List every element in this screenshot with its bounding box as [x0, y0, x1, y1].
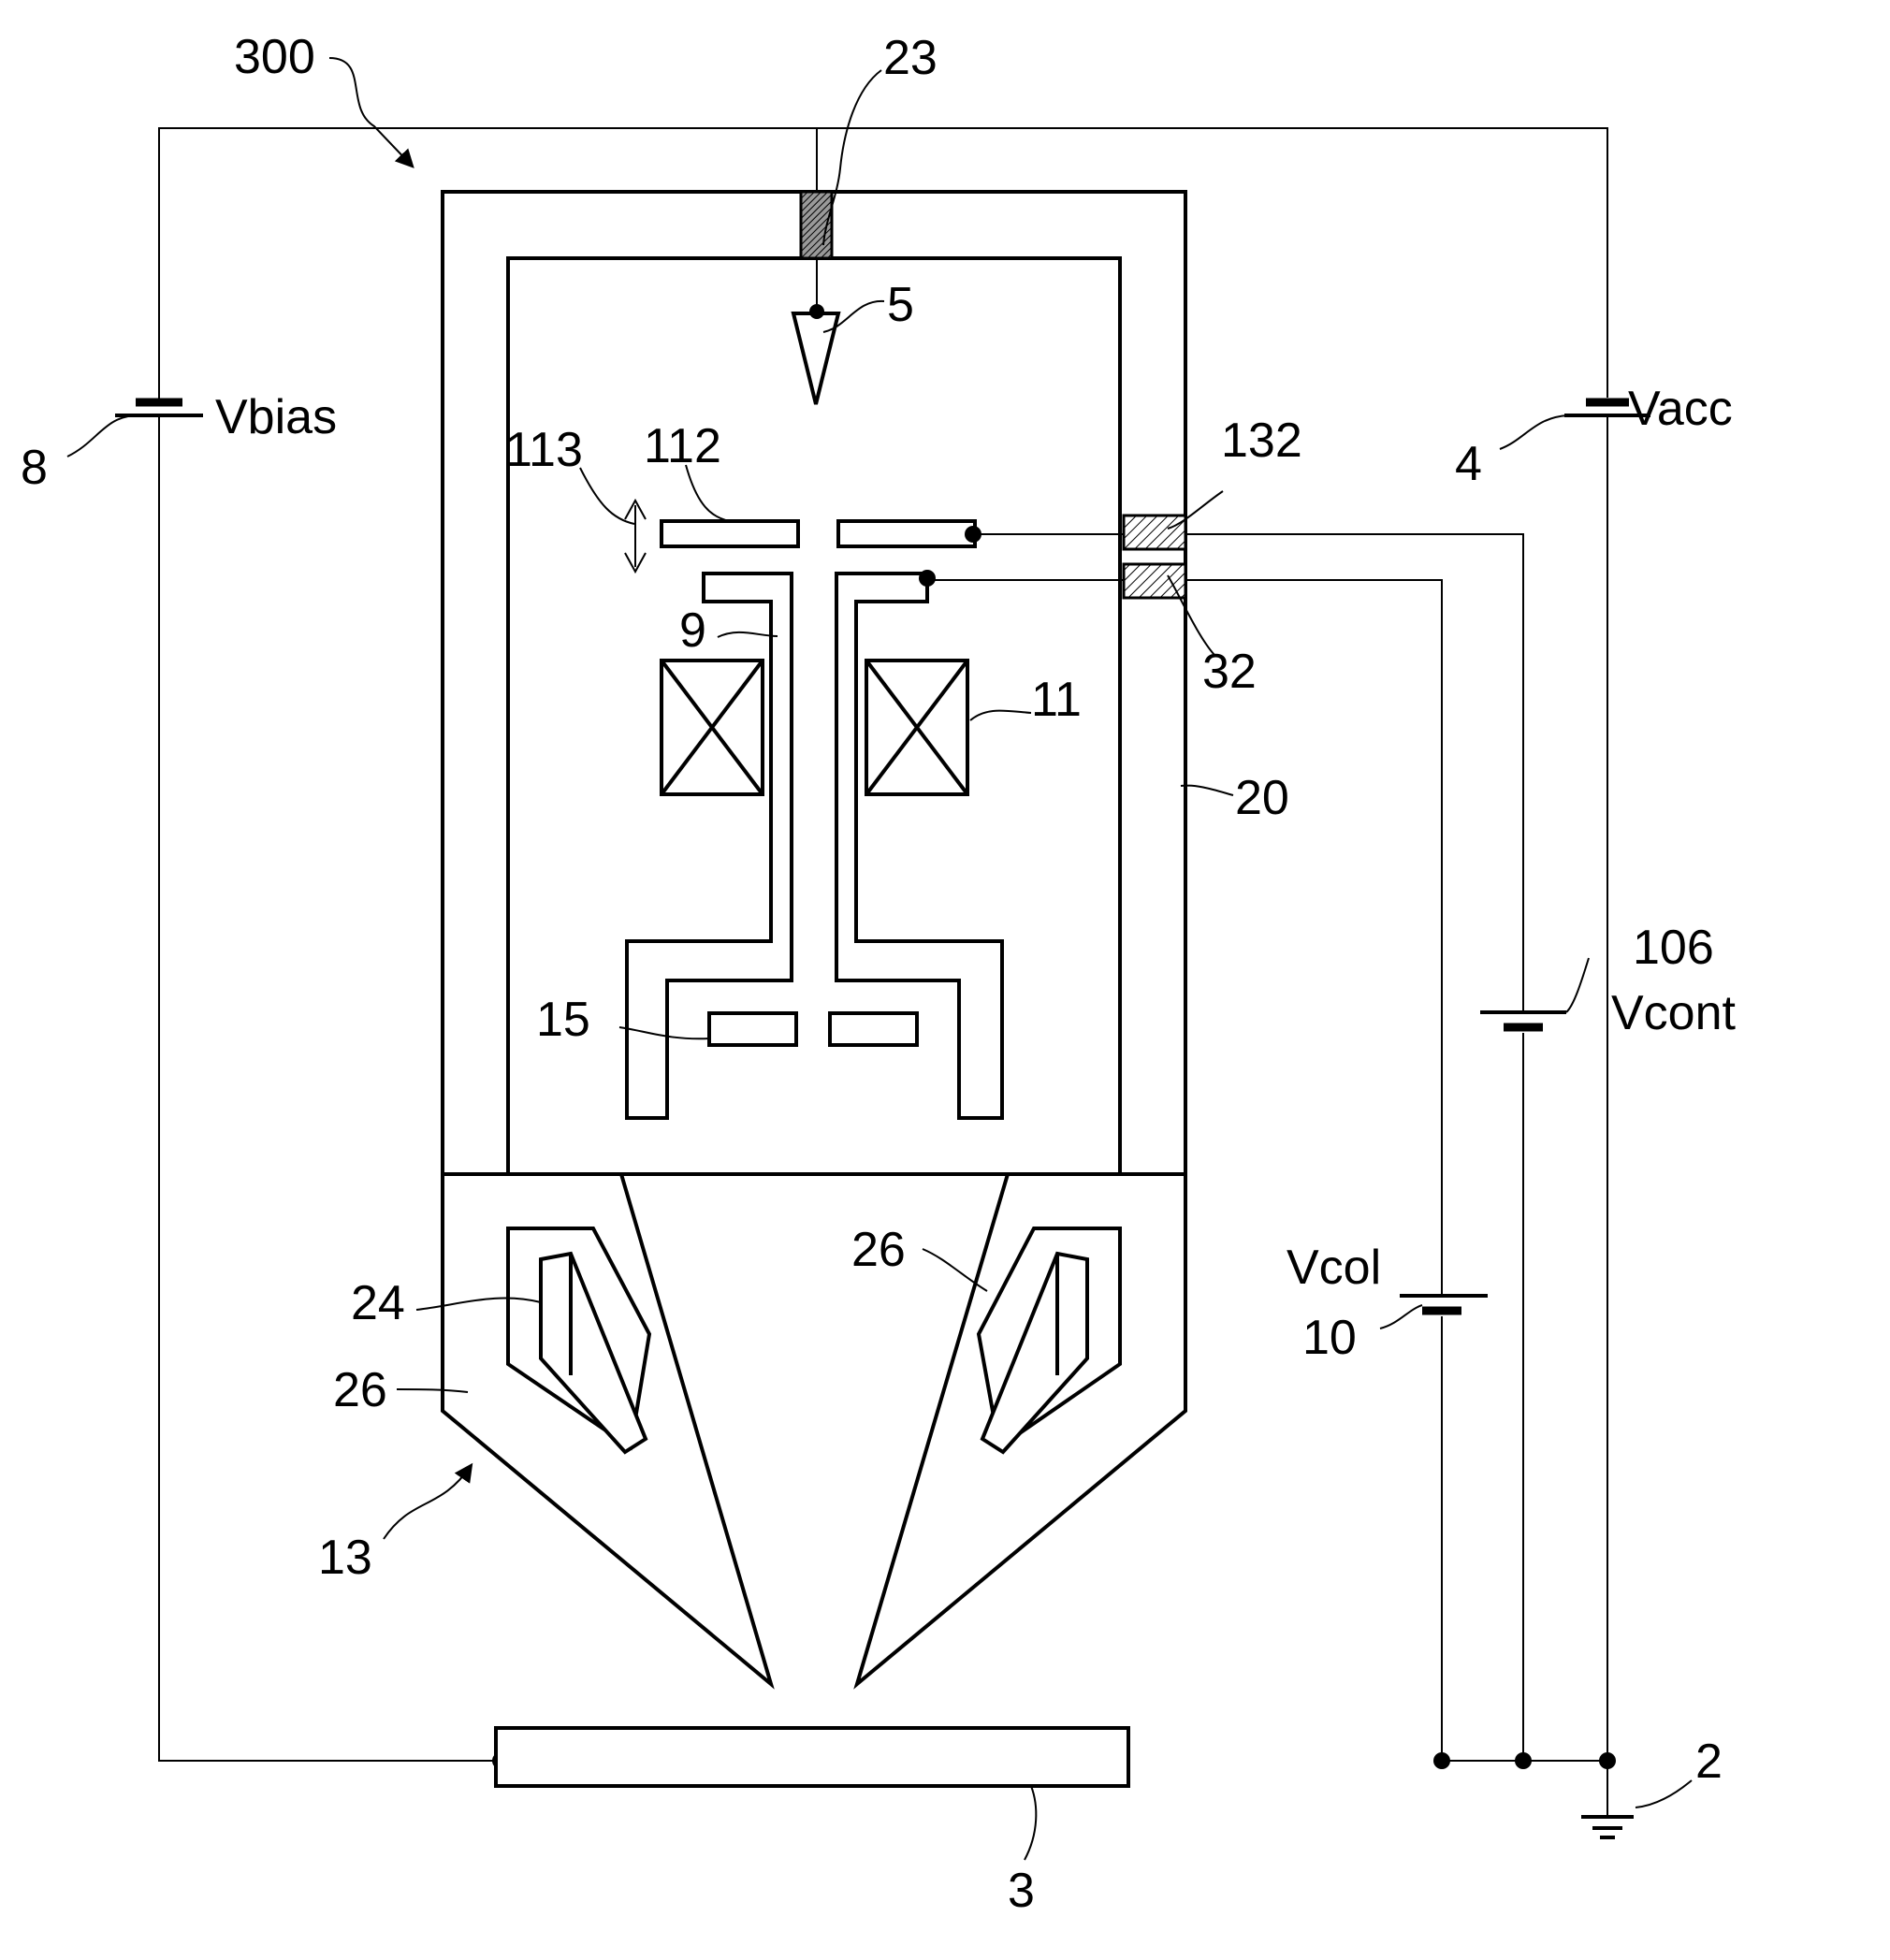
label-13: 13 — [318, 1531, 372, 1585]
vbias-supply-8 — [115, 399, 203, 417]
control-electrode-112 — [662, 521, 981, 546]
label-20: 20 — [1235, 771, 1289, 825]
move-arrow-113 — [625, 501, 646, 572]
vcont-supply-106 — [1480, 1010, 1566, 1033]
label-15: 15 — [536, 993, 590, 1047]
label-112: 112 — [644, 419, 721, 473]
label-300: 300 — [234, 30, 315, 84]
objective-lens-13 — [443, 1174, 1185, 1684]
ground-icon — [1581, 1817, 1634, 1837]
label-11: 11 — [1031, 673, 1082, 727]
label-4: 4 — [1455, 437, 1482, 491]
label-9: 9 — [679, 603, 706, 658]
label-vcont: Vcont — [1611, 986, 1737, 1040]
deflector-15 — [709, 1013, 917, 1045]
electron-emitter-5 — [793, 258, 838, 404]
label-2: 2 — [1695, 1735, 1723, 1789]
label-106: 106 — [1633, 921, 1714, 975]
label-5: 5 — [887, 278, 914, 332]
insulator-132 — [1124, 515, 1185, 549]
label-32: 32 — [1202, 645, 1257, 699]
label-8: 8 — [21, 441, 48, 495]
vcol-supply-10 — [1400, 1294, 1488, 1316]
label-113: 113 — [505, 423, 583, 477]
coil-11-right — [866, 661, 967, 794]
label-132: 132 — [1221, 414, 1302, 468]
label-vbias: Vbias — [215, 390, 337, 444]
label-vcol: Vcol — [1287, 1241, 1381, 1295]
coil-11-left — [662, 661, 763, 794]
label-vacc: Vacc — [1628, 382, 1733, 436]
label-3: 3 — [1008, 1864, 1035, 1918]
label-10: 10 — [1302, 1311, 1357, 1365]
label-24: 24 — [351, 1276, 405, 1330]
label-26-right: 26 — [851, 1223, 906, 1277]
specimen-3 — [496, 1728, 1128, 1786]
label-26-left: 26 — [333, 1363, 387, 1417]
label-23: 23 — [883, 31, 938, 85]
